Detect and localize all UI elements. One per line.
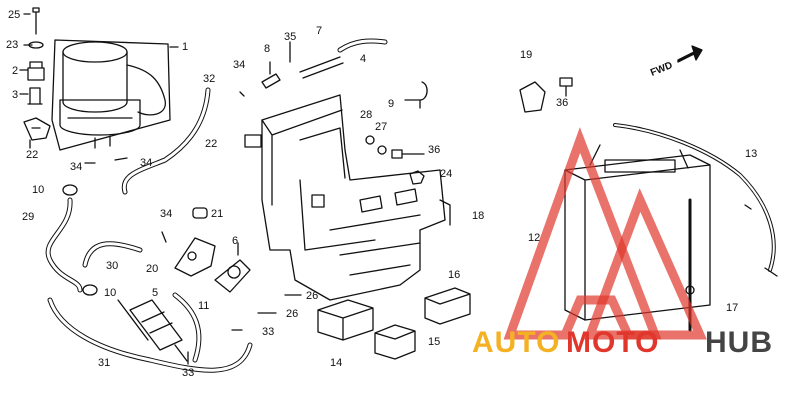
callout-36: 36 bbox=[556, 97, 568, 109]
watermark-hub: HUB bbox=[705, 326, 773, 359]
callout-11: 11 bbox=[198, 300, 209, 312]
small-hardware bbox=[187, 38, 428, 365]
fuel-pump-assembly bbox=[19, 7, 179, 164]
callout-27: 27 bbox=[375, 121, 387, 133]
callout-10: 10 bbox=[32, 184, 44, 196]
callout-6: 6 bbox=[232, 235, 238, 247]
callout-5: 5 bbox=[152, 287, 158, 299]
callout-25: 25 bbox=[8, 9, 20, 21]
automotohub-watermark: AUTO MOTO HUB bbox=[472, 127, 773, 359]
battery-tray-frame bbox=[244, 94, 451, 301]
callout-18: 18 bbox=[472, 210, 484, 222]
callout-26: 26 bbox=[306, 290, 318, 302]
callout-21: 21 bbox=[211, 208, 223, 220]
callout-13: 13 bbox=[745, 148, 757, 160]
callout-7: 7 bbox=[316, 25, 322, 37]
callout-34: 34 bbox=[233, 59, 245, 71]
callout-32: 32 bbox=[203, 73, 215, 85]
callout-17: 17 bbox=[726, 302, 738, 314]
callout-10: 10 bbox=[104, 287, 116, 299]
callout-9: 9 bbox=[388, 98, 394, 110]
forward-direction-label: FWD bbox=[649, 60, 674, 79]
callout-36: 36 bbox=[428, 144, 440, 156]
callout-19: 19 bbox=[520, 49, 532, 61]
callout-34: 34 bbox=[160, 208, 172, 220]
valve-bracket-group bbox=[161, 207, 251, 293]
callout-3: 3 bbox=[12, 89, 18, 101]
callout-8: 8 bbox=[264, 43, 270, 55]
callout-29: 29 bbox=[22, 211, 34, 223]
callout-12: 12 bbox=[528, 232, 540, 244]
callout-20: 20 bbox=[146, 263, 158, 275]
callout-14: 14 bbox=[330, 357, 342, 369]
relay-boxes bbox=[317, 287, 471, 360]
callout-26: 26 bbox=[286, 308, 298, 320]
callout-22: 22 bbox=[26, 149, 38, 161]
callout-33: 33 bbox=[182, 367, 194, 379]
callout-23: 23 bbox=[6, 39, 18, 51]
fuel-filter bbox=[117, 299, 188, 362]
callout-28: 28 bbox=[360, 109, 372, 121]
callout-15: 15 bbox=[428, 336, 440, 348]
callout-22: 22 bbox=[205, 138, 217, 150]
fuel-hoses-left bbox=[45, 87, 253, 373]
callout-34: 34 bbox=[140, 157, 152, 169]
forward-arrow bbox=[677, 45, 703, 63]
callout-33: 33 bbox=[262, 326, 274, 338]
watermark-auto: AUTO bbox=[472, 326, 560, 359]
callout-31: 31 bbox=[98, 357, 110, 369]
callout-4: 4 bbox=[360, 53, 366, 65]
callout-24: 24 bbox=[440, 168, 452, 180]
callout-16: 16 bbox=[448, 269, 460, 281]
callout-30: 30 bbox=[106, 260, 118, 272]
callout-1: 1 bbox=[182, 41, 188, 53]
callout-labels: 25 23 2 3 22 1 34 34 34 32 8 35 7 4 9 22… bbox=[6, 9, 757, 379]
battery-bracket bbox=[519, 77, 573, 113]
callout-2: 2 bbox=[12, 65, 18, 77]
callout-35: 35 bbox=[284, 31, 296, 43]
callout-34: 34 bbox=[70, 161, 82, 173]
watermark-moto: MOTO bbox=[566, 326, 659, 359]
